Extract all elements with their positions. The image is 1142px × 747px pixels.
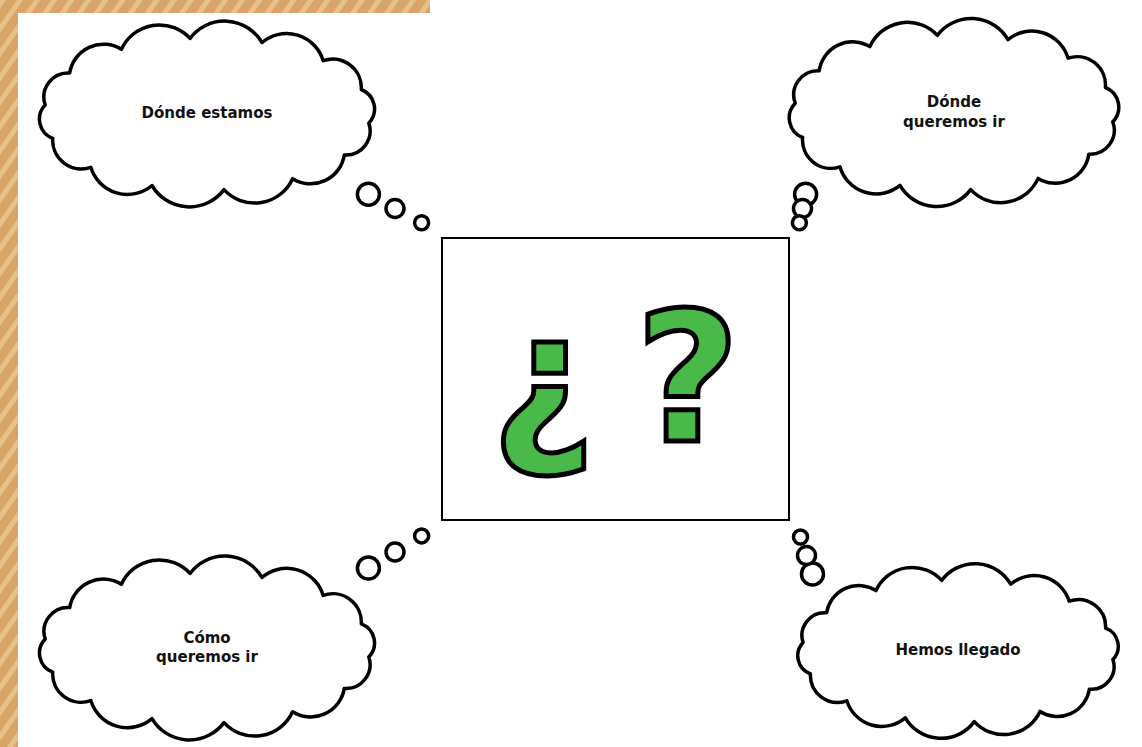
thought-tail: [792, 183, 816, 230]
thought-cloud: Hemos llegado: [780, 560, 1136, 742]
thought-bubble: [794, 530, 808, 544]
thought-bubble: [386, 200, 404, 218]
cloud-label: Dónde estamos: [142, 104, 273, 124]
thought-cloud: Dónde queremos ir: [772, 15, 1136, 210]
thought-tail: [357, 529, 428, 579]
thought-bubble: [802, 563, 824, 585]
thought-cloud: Cómo queremos ir: [22, 553, 392, 743]
cloud-path: [798, 564, 1118, 739]
thought-bubble: [386, 543, 404, 561]
question-marks: ¿?: [451, 289, 780, 469]
thought-bubble: [415, 529, 429, 543]
thought-bubble: [798, 547, 816, 565]
cloud-label: Hemos llegado: [895, 641, 1020, 661]
top-strip: [0, 0, 430, 13]
thought-bubble: [792, 216, 806, 230]
cloud-path: [39, 21, 374, 207]
left-strip: [0, 0, 18, 747]
cloud-path: [789, 18, 1118, 206]
cloud-label: Cómo queremos ir: [145, 629, 270, 668]
thought-bubble: [357, 183, 379, 205]
thought-tail: [794, 530, 824, 585]
thought-bubble: [357, 557, 379, 579]
thought-bubble: [415, 216, 429, 230]
cloud-path: [40, 556, 375, 740]
cloud-label: Dónde queremos ir: [892, 93, 1017, 132]
thought-tail: [357, 183, 428, 230]
thought-cloud: Dónde estamos: [22, 18, 392, 210]
question-box: ¿?: [441, 237, 790, 521]
